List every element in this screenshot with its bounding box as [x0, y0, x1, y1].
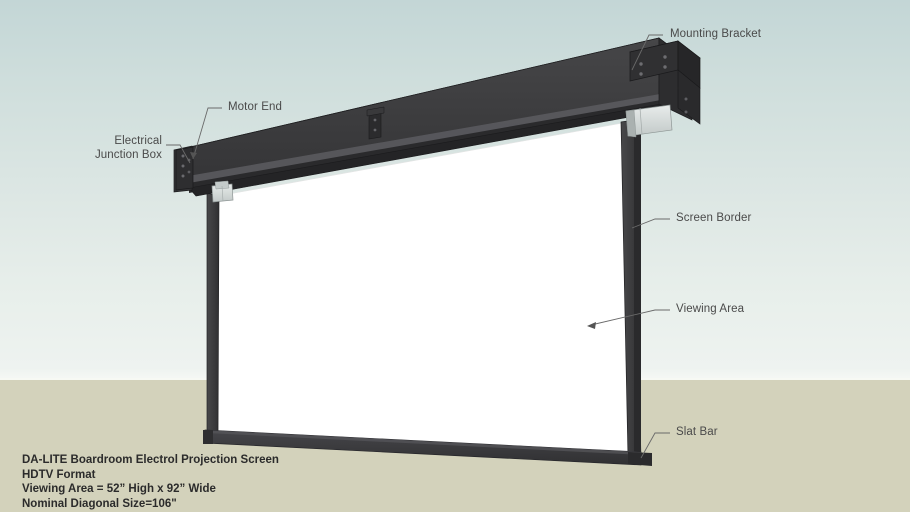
caption-line-1: DA-LITE Boardroom Electrol Projection Sc…	[22, 454, 279, 466]
leader-mounting-bracket	[631, 34, 663, 71]
leader-viewing-area	[590, 309, 670, 326]
callout-arrowheads	[190, 152, 596, 329]
callout-electrical-junction-box-line2: Junction Box	[94, 149, 162, 161]
slat-bar	[203, 429, 652, 466]
arrowhead-motor-end	[190, 152, 197, 159]
callout-motor-end: Motor End	[228, 101, 282, 113]
caption-line-2: HDTV Format	[22, 468, 96, 481]
leader-motor-end	[192, 107, 222, 160]
callout-viewing-area: Viewing Area	[676, 303, 745, 315]
caption-line-3: Viewing Area = 52” High x 92” Wide	[22, 483, 216, 496]
screen-border-left	[206, 192, 220, 438]
leader-slat-bar	[640, 432, 670, 459]
leader-screen-border	[631, 218, 670, 229]
motor-end-assembly	[211, 180, 234, 203]
callout-screen-border: Screen Border	[676, 212, 752, 224]
callout-electrical-junction-box-line1: Electrical	[114, 135, 162, 147]
callout-leader-lines	[166, 34, 670, 459]
callout-electrical-junction-box: Electrical Junction Box	[40, 134, 162, 162]
arrowhead-viewing-area	[587, 322, 596, 329]
idler-end-assembly	[625, 104, 673, 138]
mounting-bracket-middle	[366, 106, 385, 140]
caption-line-4: Nominal Diagonal Size=106"	[22, 497, 177, 510]
screen-case-housing	[173, 37, 693, 197]
callout-slat-bar: Slat Bar	[676, 426, 718, 438]
model-caption: DA-LITE Boardroom Electrol Projection Sc…	[22, 453, 279, 511]
mounting-bracket-right	[629, 40, 701, 125]
electrical-junction-box-part	[175, 146, 194, 191]
leader-electrical-junction-box	[166, 144, 191, 164]
callout-mounting-bracket: Mounting Bracket	[670, 28, 762, 40]
